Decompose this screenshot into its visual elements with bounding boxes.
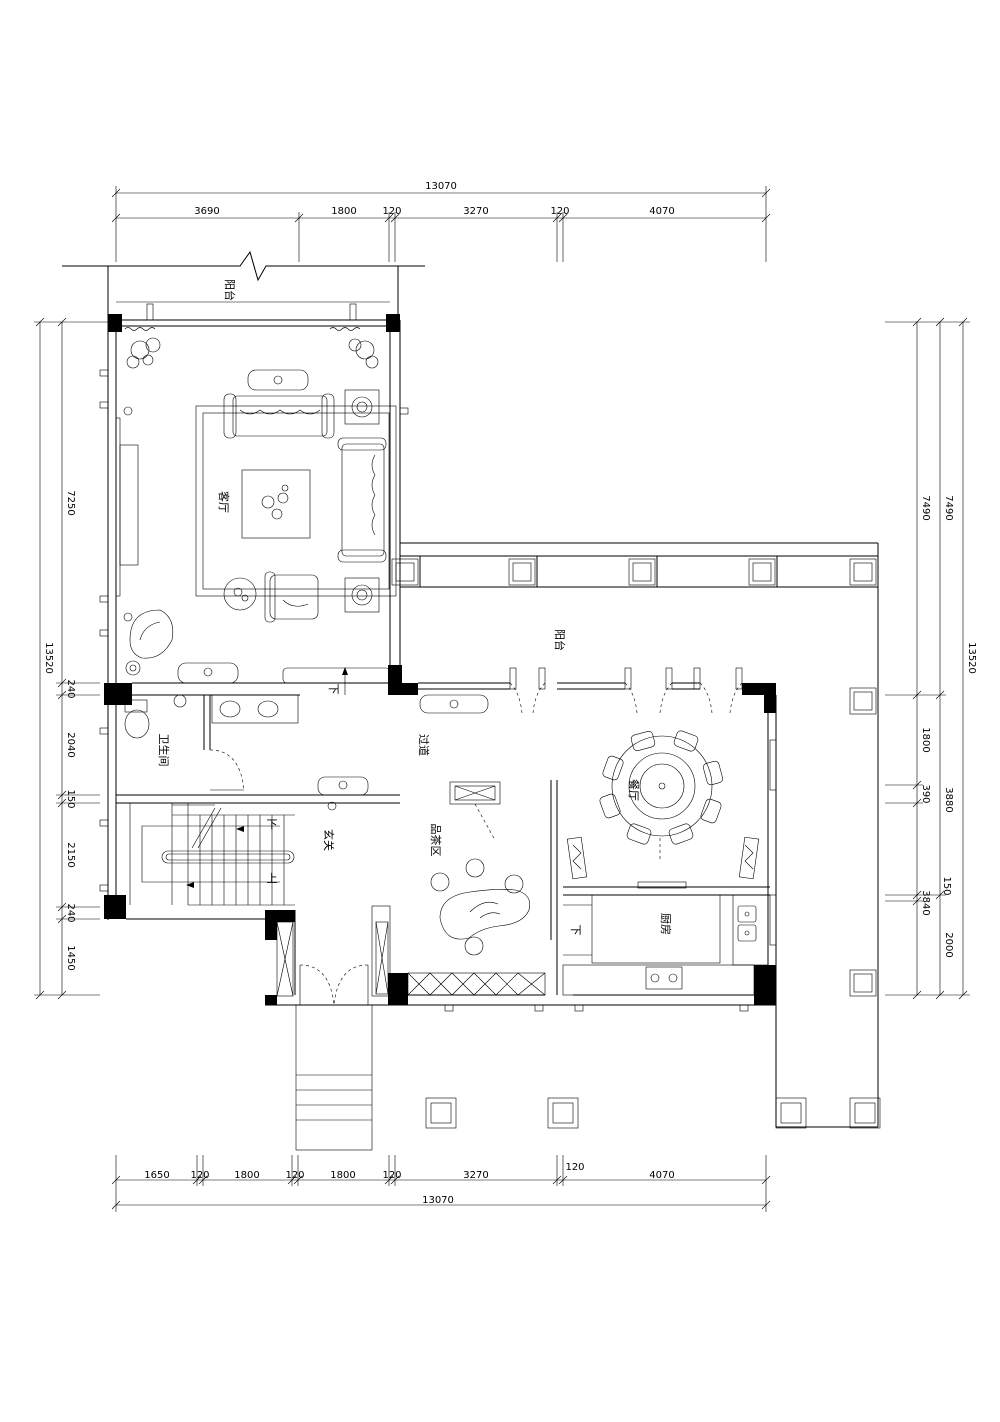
curtain-left-icon xyxy=(124,327,156,331)
bottom-dimension-3: 1800 xyxy=(234,1170,259,1181)
left-dimension-6: 240 xyxy=(65,903,76,922)
armchair xyxy=(264,571,319,623)
dining-side-cabinets xyxy=(566,836,760,880)
dining-chairs xyxy=(599,730,723,845)
left-dimension-3: 2040 xyxy=(65,732,76,757)
room-label-tea-area: 品茶区 xyxy=(429,824,442,857)
stair-mark-down: 下 xyxy=(569,925,582,936)
front-steps xyxy=(295,1004,373,1151)
sideboard xyxy=(247,369,309,391)
right-dimension-lines xyxy=(885,317,970,1000)
right-total-dimension: 13520 xyxy=(966,642,977,674)
console-cabinet xyxy=(177,662,239,684)
room-label-dining-room: 餐厅 xyxy=(627,779,641,801)
corridor-console xyxy=(419,694,489,714)
living-room-rug xyxy=(195,405,397,597)
kitchen-island xyxy=(591,881,721,964)
sofa-three-seat xyxy=(223,393,335,439)
living-room-walls xyxy=(99,314,409,920)
top-dimension-5: 120 xyxy=(550,206,569,217)
left-dimension-4: 150 xyxy=(65,789,76,808)
bottom-dimension-2: 120 xyxy=(190,1170,209,1181)
top-dimension-6: 4070 xyxy=(649,206,674,217)
bottom-dimension-9: 4070 xyxy=(649,1170,674,1181)
lounge-chair xyxy=(129,609,174,659)
tea-table xyxy=(430,858,530,956)
dining-table xyxy=(611,735,713,837)
top-dimension-lines xyxy=(111,186,771,262)
bottom-dimension-4: 120 xyxy=(285,1170,304,1181)
bottom-dimension-7: 3270 xyxy=(463,1170,488,1181)
right-dimension-7: 3880 xyxy=(943,787,954,812)
left-dimension-2: 240 xyxy=(65,679,76,698)
step-down xyxy=(282,667,391,695)
room-label-corridor: 过道 xyxy=(417,734,431,756)
top-total-dimension: 13070 xyxy=(425,181,457,192)
stair-mark-down: 下 xyxy=(327,684,340,695)
right-dimension-1: 7490 xyxy=(920,495,931,520)
staircase xyxy=(129,803,295,906)
floor-lamp-icon xyxy=(125,660,141,676)
kitchen-step-down xyxy=(563,904,592,956)
stove-icon xyxy=(645,966,683,990)
top-dimension-4: 3270 xyxy=(463,206,488,217)
tea-cabinet xyxy=(449,781,501,841)
room-label-mid-balcony: 阳台 xyxy=(553,629,567,651)
bathroom-fixtures xyxy=(124,694,299,739)
bottom-dimension-1: 1650 xyxy=(144,1170,169,1181)
left-total-dimension: 13520 xyxy=(43,642,54,674)
curtain-right-icon xyxy=(329,327,361,331)
room-label-kitchen: 厨房 xyxy=(659,913,672,935)
right-dimension-8: 2000 xyxy=(943,932,954,957)
room-label-living-room: 客厅 xyxy=(217,491,231,513)
bottom-dimension-5: 1800 xyxy=(330,1170,355,1181)
room-label-top-balcony: 阳台 xyxy=(223,279,237,301)
top-dimension-3: 120 xyxy=(382,206,401,217)
hall-console xyxy=(317,776,369,811)
plant-icon xyxy=(348,338,379,369)
bottom-dimension-6: 120 xyxy=(382,1170,401,1181)
side-table xyxy=(344,577,380,613)
left-dimension-1: 7250 xyxy=(65,490,76,515)
wall-lamp-icon xyxy=(123,406,133,622)
door-swings xyxy=(209,667,743,1006)
terrace-outline xyxy=(425,1005,881,1129)
shoe-cabinet xyxy=(276,905,391,997)
bottom-dimension-lines xyxy=(111,1155,771,1212)
kitchen-counter xyxy=(562,894,769,996)
tea-area-bench xyxy=(407,972,546,996)
coffee-table xyxy=(241,469,311,539)
stair-mark-down: 下 xyxy=(267,818,278,831)
top-balcony-outline xyxy=(62,250,425,321)
right-dimension-3: 390 xyxy=(920,784,931,803)
side-table xyxy=(344,389,380,425)
right-dimension-4: 150 xyxy=(941,876,952,895)
right-dimension-5: 3840 xyxy=(920,890,931,915)
round-table xyxy=(223,577,257,611)
top-dimension-1: 3690 xyxy=(194,206,219,217)
left-dimension-7: 1450 xyxy=(65,945,76,970)
stair-mark-up: 上 xyxy=(267,872,278,885)
right-dimension-2: 1800 xyxy=(920,727,931,752)
interior-walls xyxy=(99,665,777,1012)
left-dimension-lines xyxy=(34,317,108,1000)
top-dimension-2: 1800 xyxy=(331,206,356,217)
left-dimension-5: 2150 xyxy=(65,842,76,867)
room-label-bathroom: 卫生间 xyxy=(157,734,171,767)
mid-balcony-outline xyxy=(391,542,879,1127)
bottom-total-dimension: 13070 xyxy=(422,1195,454,1206)
right-dimension-6: 7490 xyxy=(943,495,954,520)
plant-icon xyxy=(126,337,161,369)
bottom-dimension-8: 120 xyxy=(565,1162,584,1173)
sofa-side xyxy=(337,437,387,563)
room-label-entrance: 玄关 xyxy=(322,829,336,851)
